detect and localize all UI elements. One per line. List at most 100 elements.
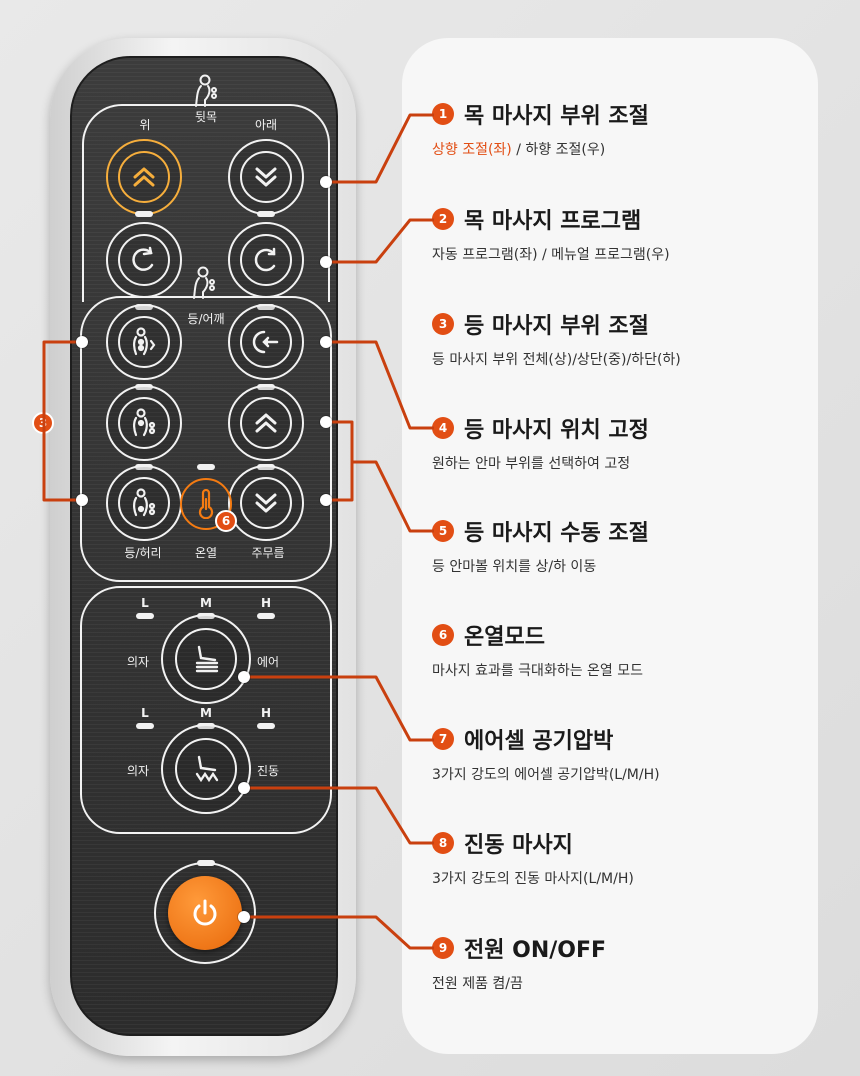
item-desc-highlight: 상향 조절(좌) xyxy=(432,142,512,158)
item-number: 3 xyxy=(432,313,454,335)
item-3: 3 등 마사지 부위 조절 등 마사지 부위 전체(상)/상단(중)/하단(하) xyxy=(432,309,681,369)
connector-dot xyxy=(320,336,332,348)
rotate-open-icon xyxy=(254,247,276,272)
up-label: 위 xyxy=(139,118,151,132)
connector-dot xyxy=(320,494,332,506)
item-desc: 3가지 강도의 진동 마사지(L/M/H) xyxy=(432,871,634,887)
item-number: 7 xyxy=(432,728,454,750)
power-button[interactable] xyxy=(168,876,242,950)
vibe-h-indicator xyxy=(257,723,275,729)
item-title: 진동 마사지 xyxy=(464,833,573,858)
item-desc: / 하향 조절(우) xyxy=(511,142,606,158)
vibration-button[interactable] xyxy=(161,724,251,814)
heat-badge: 6 xyxy=(215,510,237,532)
back-massage-lower-icon xyxy=(133,488,156,517)
item-title: 등 마사지 위치 고정 xyxy=(464,418,649,443)
back-fix-position-button[interactable] xyxy=(228,304,304,380)
air-chair-icon xyxy=(195,645,219,673)
back-lower-button[interactable] xyxy=(106,465,182,541)
vibe-m-label: M xyxy=(200,706,212,720)
heat-indicator xyxy=(197,464,215,470)
air-l-label: L xyxy=(141,596,149,610)
back-section-label: 등/어깨 xyxy=(187,312,225,326)
vibe-l-indicator xyxy=(136,723,154,729)
item-number: 6 xyxy=(432,624,454,646)
item-title: 목 마사지 부위 조절 xyxy=(464,104,649,129)
neck-manual-program-button[interactable] xyxy=(228,222,304,298)
air-l-indicator xyxy=(136,613,154,619)
back-upper-button[interactable] xyxy=(106,385,182,461)
back-full-button[interactable] xyxy=(106,304,182,380)
item-title: 등 마사지 부위 조절 xyxy=(464,314,649,339)
neck-down-button[interactable] xyxy=(228,139,304,215)
air-m-label: M xyxy=(200,596,212,610)
back-massage-full-icon xyxy=(133,327,156,356)
neck-up-button[interactable] xyxy=(106,139,182,215)
item-number: 8 xyxy=(432,832,454,854)
item-1: 1 목 마사지 부위 조절 상향 조절(좌) / 하향 조절(우) xyxy=(432,99,649,159)
heat-button[interactable] xyxy=(180,478,232,530)
heat-label: 온열 xyxy=(194,546,218,560)
back-up-button[interactable] xyxy=(228,385,304,461)
chevron-down-icon xyxy=(255,493,277,513)
back-person-icon xyxy=(191,266,221,304)
item-desc: 등 안마볼 위치를 상/하 이동 xyxy=(432,559,597,575)
item-title: 전원 ON/OFF xyxy=(464,938,607,963)
power-icon xyxy=(193,899,217,926)
air-cell-button[interactable] xyxy=(161,614,251,704)
chevron-up-icon xyxy=(255,413,277,433)
thermometer-icon xyxy=(198,489,214,519)
item-title: 목 마사지 프로그램 xyxy=(464,209,642,234)
neck-section-label: 뒷목 xyxy=(194,110,218,124)
air-h-label: H xyxy=(260,596,272,610)
item-8: 8 진동 마사지 3가지 강도의 진동 마사지(L/M/H) xyxy=(432,828,634,888)
item-7: 7 에어셀 공기압박 3가지 강도의 에어셀 공기압박(L/M/H) xyxy=(432,724,660,784)
connector-dot xyxy=(238,782,250,794)
item-desc: 전원 제품 켬/끔 xyxy=(432,976,523,992)
vibe-h-label: H xyxy=(260,706,272,720)
item-title: 등 마사지 수동 조절 xyxy=(464,521,649,546)
fix-position-icon xyxy=(252,330,279,354)
rotate-icon xyxy=(132,246,154,271)
item-9: 9 전원 ON/OFF 전원 제품 켬/끔 xyxy=(432,933,606,993)
back-down-button[interactable] xyxy=(228,465,304,541)
auto-indicator xyxy=(135,211,153,217)
connector-dot xyxy=(238,671,250,683)
vibe-label: 진동 xyxy=(256,764,280,778)
connector-dot xyxy=(238,911,250,923)
connector-dot xyxy=(320,176,332,188)
item-number: 9 xyxy=(432,937,454,959)
connector-dot xyxy=(76,336,88,348)
item-desc: 원하는 안마 부위를 선택하여 고정 xyxy=(432,456,631,472)
air-label: 에어 xyxy=(256,655,280,669)
item-number: 5 xyxy=(432,520,454,542)
back-massage-upper-icon xyxy=(133,408,156,437)
air-chair-label: 의자 xyxy=(126,655,150,669)
manual-indicator xyxy=(257,211,275,217)
item-number: 1 xyxy=(432,103,454,125)
item-desc: 자동 프로그램(좌) / 메뉴얼 프로그램(우) xyxy=(432,247,670,263)
neck-person-icon xyxy=(193,74,223,112)
kneading-label: 주무름 xyxy=(251,546,285,560)
item-title: 에어셀 공기압박 xyxy=(464,729,614,754)
neck-auto-program-button[interactable] xyxy=(106,222,182,298)
back-group-badge: 3 xyxy=(32,412,54,434)
item-title: 온열모드 xyxy=(464,625,545,650)
item-desc: 3가지 강도의 에어셀 공기압박(L/M/H) xyxy=(432,767,660,783)
info-card xyxy=(402,38,818,1054)
connector-dot xyxy=(320,416,332,428)
back-waist-label: 등/허리 xyxy=(124,546,162,560)
vibe-chair-label: 의자 xyxy=(126,764,150,778)
power-button-ring xyxy=(154,862,256,964)
connector-dot xyxy=(320,256,332,268)
item-5: 5 등 마사지 수동 조절 등 안마볼 위치를 상/하 이동 xyxy=(432,516,649,576)
item-desc: 등 마사지 부위 전체(상)/상단(중)/하단(하) xyxy=(432,352,681,368)
connector-dot xyxy=(76,494,88,506)
down-label: 아래 xyxy=(254,118,278,132)
air-h-indicator xyxy=(257,613,275,619)
chevron-up-icon xyxy=(133,167,155,187)
vibe-l-label: L xyxy=(141,706,149,720)
